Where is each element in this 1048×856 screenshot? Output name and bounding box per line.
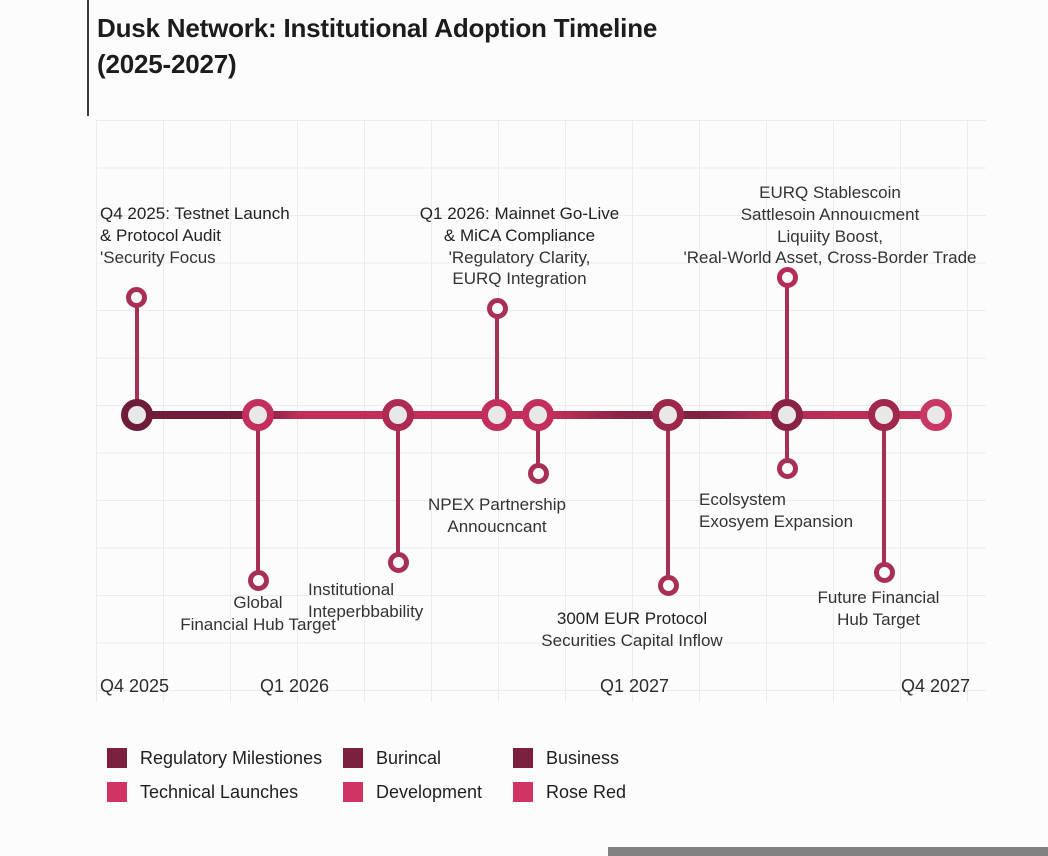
event-dot [777, 458, 798, 479]
annotation-mainnet-golive: Q1 2026: Mainnet Go-Live & MiCA Complian… [402, 203, 637, 290]
timeline-node [121, 399, 153, 431]
event-dot [487, 298, 508, 319]
annotation-npex: NPEX Partnership Annoucncant [410, 494, 584, 538]
annotation-line: Financial Hub Target [180, 614, 336, 634]
annotation-line: 'Real-World Asset, Cross-Border Trade [683, 248, 977, 268]
annotation-line: Liquiity Boost, [777, 226, 883, 246]
annotation-line: & MiCA Compliance [443, 225, 596, 245]
annotation-line: & Protocol Audit [100, 225, 221, 245]
annotation-ecosystem: Ecolsystem Exosyem Expansion [699, 489, 853, 533]
legend-label-business: Business [546, 748, 620, 768]
annotation-line: Hub Target [837, 609, 920, 629]
timeline-stem-down [785, 427, 789, 461]
annotation-institutional: Institutional Inteperbbability [308, 579, 423, 623]
page-title-line1: Dusk Network: Institutional Adoption Tim… [97, 13, 658, 43]
legend-label-burincal: Burincal [376, 748, 442, 768]
event-dot [126, 287, 147, 308]
event-dot [777, 267, 798, 288]
page-title: Dusk Network: Institutional Adoption Tim… [97, 10, 657, 83]
timeline-node [868, 399, 900, 431]
annotation-line: 'Regulatory Clarity, [448, 247, 591, 267]
timeline-stem-up [135, 303, 139, 403]
legend-label-technical: Technical Launches [140, 782, 299, 802]
annotation-line: Future Financial [817, 588, 940, 607]
annotation-line: Exosyem Expansion [699, 511, 854, 531]
annotation-line: Q4 2025: Testnet Launch [100, 204, 290, 223]
page-title-line2: (2025-2027) [97, 49, 237, 80]
timeline-node [242, 399, 274, 431]
event-dot [248, 570, 269, 591]
timeline-stem-up [495, 313, 499, 403]
legend-swatch-regulatory [107, 748, 127, 768]
timeline-stem-down [396, 427, 400, 555]
annotation-future-hub: Future Financial Hub Target [806, 587, 951, 631]
annotation-global-hub: Global Financial Hub Target [133, 592, 383, 636]
left-edge-line [87, 0, 89, 116]
annotation-line: 300M EUR Protocol [556, 609, 708, 628]
legend-swatch-rose-red [513, 782, 533, 802]
axis-label-q4-2025: Q4 2025 [100, 676, 170, 696]
annotation-line: Securities Capital Inflow [541, 630, 723, 650]
annotation-line: 'Security Focus [100, 247, 216, 267]
annotation-capital-inflow: 300M EUR Protocol Securities Capital Inf… [518, 608, 746, 652]
timeline-node [920, 399, 952, 431]
timeline-node [522, 399, 554, 431]
legend-swatch-development [343, 782, 363, 802]
legend-label-rose-red: Rose Red [546, 782, 627, 802]
timeline-node [771, 399, 803, 431]
event-dot [874, 562, 895, 583]
axis-label-q1-2026: Q1 2026 [260, 676, 330, 696]
legend-label-development: Development [376, 782, 483, 802]
timeline-stem-down [882, 427, 886, 565]
timeline-node [382, 399, 414, 431]
annotation-line: NPEX Partnership [428, 495, 566, 514]
legend-swatch-business [513, 748, 533, 768]
annotation-line: EURQ Stablescoin [759, 183, 901, 202]
annotation-testnet-launch: Q4 2025: Testnet Launch & Protocol Audit… [100, 203, 290, 268]
timeline-stem-down [536, 427, 540, 466]
axis-label-q1-2027: Q1 2027 [600, 676, 670, 696]
timeline-node [652, 399, 684, 431]
legend-label-regulatory: Regulatory Milestiones [140, 748, 323, 768]
legend-swatch-burincal [343, 748, 363, 768]
annotation-line: Sattlesoin Annouıcment [740, 204, 920, 224]
annotation-line: Institutional [308, 580, 394, 599]
timeline-stem-down [256, 427, 260, 573]
annotation-line: Inteperbbability [308, 601, 424, 621]
annotation-line: Global [233, 593, 283, 612]
annotation-eurq-stablecoin: EURQ Stablescoin Sattlesoin Annouıcment … [668, 182, 992, 269]
event-dot [528, 463, 549, 484]
event-dot [388, 552, 409, 573]
legend-swatch-technical [107, 782, 127, 802]
bottom-scrollbar[interactable] [608, 847, 1048, 856]
event-dot [658, 575, 679, 596]
annotation-line: Annoucncant [447, 516, 547, 536]
timeline-stem-down [666, 427, 670, 578]
annotation-line: Q1 2026: Mainnet Go-Live [419, 204, 620, 223]
annotation-line: EURQ Integration [452, 269, 587, 289]
annotation-line: Ecolsystem [699, 490, 786, 509]
timeline-node [481, 399, 513, 431]
axis-label-q4-2027: Q4 2027 [901, 676, 971, 696]
timeline-stem-up [785, 283, 789, 403]
